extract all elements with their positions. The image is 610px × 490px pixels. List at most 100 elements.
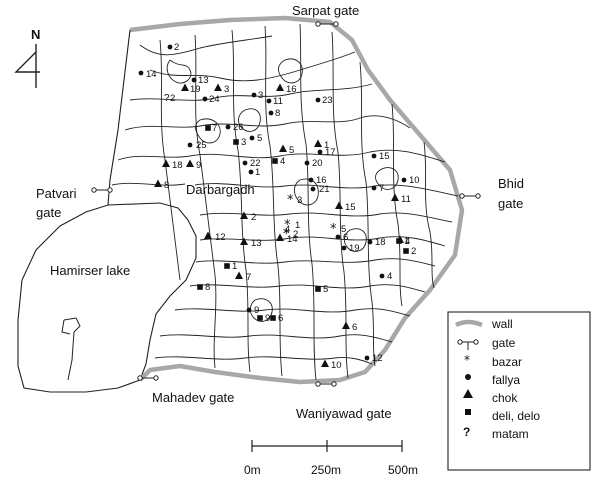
deli-marker bbox=[272, 158, 278, 164]
chok-number: 2 bbox=[251, 212, 256, 223]
fallya-marker bbox=[167, 44, 173, 50]
legend-box bbox=[447, 311, 591, 471]
fallya-marker bbox=[401, 177, 407, 183]
deli-number: 4 bbox=[280, 156, 285, 167]
street bbox=[359, 61, 376, 367]
darbargadh-label: Darbargadh bbox=[186, 182, 255, 197]
mahadev-gate-marker bbox=[137, 375, 159, 381]
deli-number: 7 bbox=[212, 123, 217, 134]
hamirser-lake-label: Hamirser lake bbox=[50, 263, 130, 278]
matam-marker: ? bbox=[164, 93, 170, 104]
fallya-marker bbox=[371, 153, 377, 159]
waniyawad-gate-label: Waniyawad gate bbox=[296, 406, 392, 421]
legend-label-fallya: fallya bbox=[492, 373, 520, 387]
chok-number: 19 bbox=[190, 84, 201, 95]
legend-label-chok: chok bbox=[492, 391, 518, 405]
chok-marker bbox=[154, 179, 162, 187]
deli-marker bbox=[197, 284, 203, 290]
street bbox=[194, 183, 459, 197]
fallya-number: 14 bbox=[146, 69, 157, 80]
chok-number: 18 bbox=[172, 160, 183, 171]
street bbox=[166, 59, 192, 84]
fallya-marker bbox=[191, 77, 197, 83]
fallya-marker bbox=[251, 92, 257, 98]
city-wall bbox=[129, 15, 465, 385]
street bbox=[117, 149, 446, 163]
bazar-number: 3 bbox=[297, 195, 302, 206]
bhid-gate-marker bbox=[459, 193, 481, 199]
patvari-gate-label-line2: gate bbox=[36, 205, 61, 220]
fallya-marker bbox=[379, 273, 385, 279]
street bbox=[293, 178, 319, 206]
legend-gate-icon bbox=[457, 339, 479, 350]
chok-number: 13 bbox=[251, 238, 262, 249]
street bbox=[195, 118, 221, 144]
mahadev-gate-label: Mahadev gate bbox=[152, 390, 234, 405]
chok-number: 15 bbox=[345, 202, 356, 213]
fallya-number: 10 bbox=[409, 175, 420, 186]
hamirser-lake bbox=[17, 202, 197, 393]
legend-label-wall: wall bbox=[491, 317, 513, 331]
scale-tick-0: 0m bbox=[244, 463, 261, 477]
fallya-marker bbox=[308, 177, 314, 183]
deli-marker bbox=[257, 315, 263, 321]
chok-marker bbox=[240, 211, 248, 219]
chok-marker bbox=[391, 193, 399, 201]
deli-number: 1 bbox=[232, 261, 237, 272]
deli-number: 6 bbox=[278, 313, 283, 324]
street bbox=[343, 228, 367, 252]
bazar-number: 5 bbox=[341, 224, 346, 235]
legend-matam-icon: ? bbox=[463, 425, 470, 439]
bazar-marker: * bbox=[283, 227, 290, 242]
fallya-number: 23 bbox=[322, 95, 333, 106]
legend-label-deli: deli, delo bbox=[492, 409, 540, 423]
street bbox=[174, 308, 411, 317]
chok-number: 7 bbox=[246, 272, 251, 283]
bazar-marker: * bbox=[287, 193, 294, 208]
street bbox=[423, 141, 435, 289]
scale-bar bbox=[251, 440, 403, 452]
street bbox=[149, 51, 356, 82]
fallya-marker bbox=[371, 185, 377, 191]
fallya-number: 26 bbox=[233, 122, 244, 133]
sarpat-gate-label: Sarpat gate bbox=[292, 3, 359, 18]
legend-label-gate: gate bbox=[492, 336, 516, 350]
fallya-number: 2 bbox=[174, 42, 179, 53]
patvari-gate-label-line1: Patvari bbox=[36, 186, 77, 201]
chok-marker bbox=[276, 233, 284, 241]
chok-marker bbox=[335, 201, 343, 209]
chok-number: 4 bbox=[405, 236, 410, 247]
fallya-marker bbox=[367, 239, 373, 245]
fallya-number: 24 bbox=[209, 94, 220, 105]
north-arrow-icon bbox=[14, 44, 40, 88]
matam-number: 2 bbox=[170, 93, 175, 104]
chok-marker bbox=[204, 231, 212, 239]
fallya-marker bbox=[304, 160, 310, 166]
legend-chok-icon bbox=[463, 389, 473, 398]
street bbox=[264, 25, 283, 377]
legend: * ? wall gate bazar fallya chok deli, de… bbox=[447, 311, 591, 471]
fallya-marker bbox=[310, 186, 316, 192]
street bbox=[278, 58, 303, 84]
chok-marker bbox=[276, 83, 284, 91]
bazar-marker: * bbox=[284, 218, 291, 233]
chok-marker bbox=[214, 83, 222, 91]
fallya-number: 6 bbox=[343, 232, 348, 243]
fallya-marker bbox=[268, 110, 274, 116]
city-boundary-west bbox=[107, 29, 131, 206]
legend-deli-icon bbox=[465, 409, 471, 415]
chok-number: 8 bbox=[164, 180, 169, 191]
street bbox=[199, 212, 453, 223]
fallya-marker bbox=[225, 124, 231, 130]
chok-marker bbox=[279, 144, 287, 152]
patvari-gate-marker bbox=[91, 187, 113, 193]
fallya-number: 22 bbox=[250, 158, 261, 169]
chok-number: 6 bbox=[352, 322, 357, 333]
fallya-marker bbox=[138, 70, 144, 76]
gate-markers bbox=[91, 21, 481, 387]
deli-number: 9 bbox=[265, 313, 270, 324]
scale-tick-500: 500m bbox=[388, 463, 418, 477]
deli-number: 2 bbox=[411, 246, 416, 257]
